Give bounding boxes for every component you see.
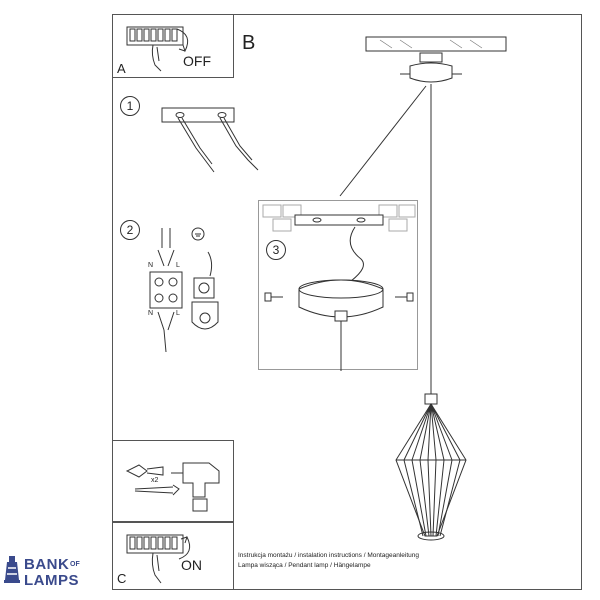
panel-a-power-off: A OFF: [112, 14, 234, 78]
canopy-mount-detail: [262, 204, 416, 371]
panel-a-off-text: OFF: [183, 53, 211, 69]
panel-b-label: B: [242, 32, 256, 54]
step-3-detail-box: [258, 200, 418, 371]
wire-l-bottom: L: [176, 310, 180, 317]
wire-n-bottom: N: [148, 310, 154, 317]
switch-off-illustration: [126, 26, 189, 72]
panel-c-power-on: C ON: [112, 522, 234, 590]
panel-c-label: C: [117, 571, 127, 586]
drill-and-anchors-illustration: [125, 462, 220, 512]
instruction-sheet-frame: [112, 14, 582, 590]
caption-line-1: Instrukcja montażu / instalation instruc…: [238, 552, 420, 559]
wire-n-top: N: [148, 262, 154, 269]
screw-count: x2: [151, 477, 159, 484]
panel-c-on-text: ON: [181, 557, 202, 573]
logo-lamps: LAMPS: [24, 572, 79, 589]
logo-bank: BANK: [24, 556, 70, 573]
step-2-marker: 2: [120, 220, 140, 240]
switch-on-illustration: [126, 534, 191, 584]
tools-panel: x2: [112, 440, 234, 522]
step-1-marker: 1: [120, 96, 140, 116]
caption-line-2: Lampa wisząca / Pendant lamp / Hängelamp…: [238, 562, 371, 569]
logo-of: OF: [70, 561, 80, 568]
step-3-marker: 3: [266, 240, 286, 260]
wire-l-top: L: [176, 262, 180, 269]
panel-a-label: A: [117, 61, 126, 76]
